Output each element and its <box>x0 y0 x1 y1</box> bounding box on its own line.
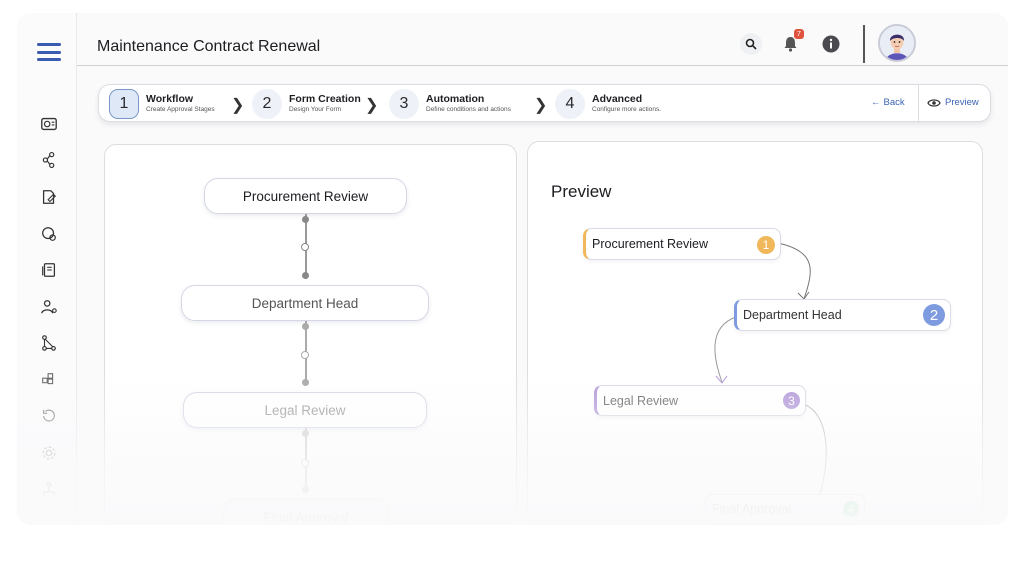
stepper-divider <box>918 85 919 123</box>
arrow-left-icon: ← <box>871 97 881 108</box>
notifications-button[interactable]: 7 <box>779 29 804 55</box>
connector-dot <box>302 379 309 386</box>
workflow-icon[interactable] <box>39 150 59 170</box>
workflow-builder-panel: Procurement Review Department Head Legal… <box>104 144 517 525</box>
sidebar <box>17 13 77 525</box>
preview-node-number: 4 <box>843 501 859 517</box>
preview-connectors <box>714 242 827 495</box>
back-button[interactable]: ← Back <box>871 97 905 108</box>
step-number: 1 <box>109 89 139 119</box>
workflow-stage-3[interactable]: Legal Review <box>183 392 427 428</box>
chevron-right-icon: ❯ <box>365 97 379 114</box>
user-settings-icon[interactable] <box>39 297 59 317</box>
user-avatar-icon <box>880 26 914 60</box>
hierarchy-icon[interactable] <box>39 333 59 353</box>
dashboard-icon[interactable] <box>39 114 59 134</box>
add-stage-handle[interactable] <box>301 351 309 359</box>
page-title: Maintenance Contract Renewal <box>97 38 321 55</box>
history-icon[interactable] <box>39 406 59 426</box>
add-stage-handle[interactable] <box>301 243 309 251</box>
step-number: 2 <box>252 89 282 119</box>
step-number: 4 <box>555 89 585 119</box>
stepper: 1 Workflow Create Approval Stages ❯ 2 Fo… <box>98 84 991 123</box>
network-icon[interactable] <box>39 480 59 500</box>
step-title: Workflow <box>146 93 194 105</box>
preview-node-label: Procurement Review <box>592 237 709 251</box>
settings-icon[interactable] <box>39 443 59 463</box>
add-stage-handle[interactable] <box>301 459 309 467</box>
chevron-right-icon: ❯ <box>231 97 245 114</box>
preview-node-4[interactable]: Final Approval 4 <box>705 494 865 524</box>
chevron-right-icon: ❯ <box>534 97 548 114</box>
step-workflow[interactable]: 1 Workflow Create Approval Stages <box>109 85 215 123</box>
step-subtitle: Create Approval Stages <box>146 106 215 113</box>
preview-button[interactable]: Preview <box>927 97 979 108</box>
preview-node-number: 2 <box>923 304 945 326</box>
search-button[interactable] <box>740 33 762 55</box>
document-icon[interactable] <box>39 260 59 280</box>
eye-icon <box>927 98 941 107</box>
step-advanced[interactable]: 4 Advanced Configure more actions. <box>555 85 661 123</box>
connector-dot <box>302 486 309 493</box>
preview-panel: Preview Procurement Review 1 Department … <box>527 141 983 525</box>
connector-dot <box>302 430 309 437</box>
search-icon <box>745 38 757 50</box>
preview-title: Preview <box>551 182 612 201</box>
preview-node-3[interactable]: Legal Review 3 <box>594 385 806 416</box>
notification-badge: 7 <box>794 29 804 39</box>
connector-dot <box>302 272 309 279</box>
back-label: Back <box>883 97 905 108</box>
bell-icon <box>784 37 796 52</box>
menu-icon[interactable] <box>37 43 61 61</box>
step-title: Automation <box>426 93 485 105</box>
info-icon <box>822 35 840 53</box>
connector-dot <box>302 216 309 223</box>
step-automation[interactable]: 3 Automation Define conditions and actio… <box>389 85 511 123</box>
step-title: Form Creation <box>289 93 361 105</box>
workflow-stage-1[interactable]: Procurement Review <box>204 178 407 214</box>
step-title: Advanced <box>592 93 643 105</box>
step-subtitle: Design Your Form <box>289 106 342 113</box>
step-form-creation[interactable]: 2 Form Creation Design Your Form <box>252 85 361 123</box>
preview-node-1[interactable]: Procurement Review 1 <box>583 228 781 260</box>
connector-dot <box>302 323 309 330</box>
header: Maintenance Contract Renewal 7 <box>77 13 1008 66</box>
header-divider <box>863 25 865 63</box>
preview-label: Preview <box>945 97 979 108</box>
preview-node-label: Department Head <box>743 308 842 322</box>
avatar[interactable] <box>878 24 916 62</box>
preview-node-label: Final Approval <box>712 502 792 516</box>
step-subtitle: Define conditions and actions <box>426 106 511 113</box>
step-subtitle: Configure more actions. <box>592 106 662 113</box>
info-button[interactable] <box>820 33 842 55</box>
preview-node-label: Legal Review <box>603 393 679 408</box>
form-edit-icon[interactable] <box>39 187 59 207</box>
preview-node-2[interactable]: Department Head 2 <box>734 299 951 331</box>
workflow-stage-4[interactable]: Final Approval <box>223 499 389 525</box>
automation-icon[interactable] <box>39 224 59 244</box>
workflow-stage-2[interactable]: Department Head <box>181 285 429 321</box>
components-icon[interactable] <box>39 370 59 390</box>
preview-node-number: 3 <box>783 392 800 409</box>
step-number: 3 <box>389 89 419 119</box>
preview-node-number: 1 <box>757 236 775 254</box>
app-window: Maintenance Contract Renewal 7 <box>17 13 1008 525</box>
